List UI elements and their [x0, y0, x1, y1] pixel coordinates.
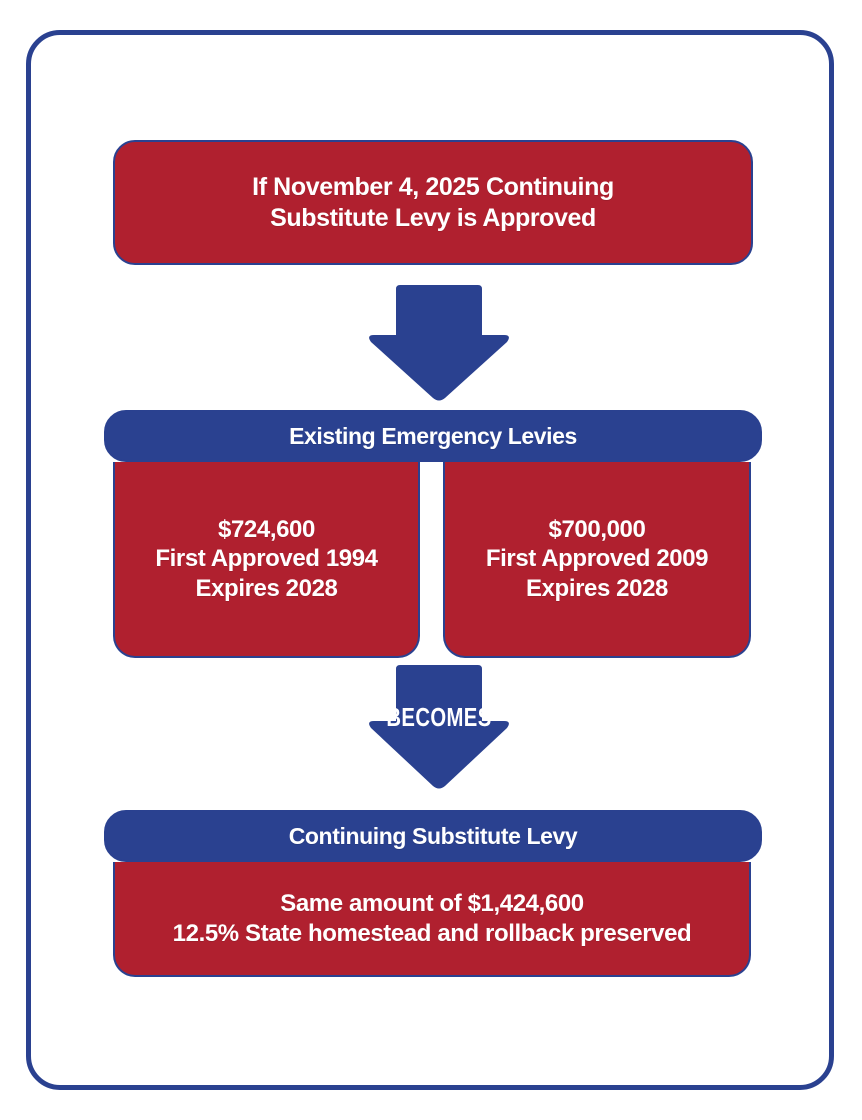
- step2-header: Existing Emergency Levies: [104, 410, 762, 462]
- arrow-two-becomes: BECOMES: [366, 665, 512, 791]
- step3-body-box: Same amount of $1,424,600 12.5% State ho…: [113, 862, 751, 977]
- step2-levy-box-1: $724,600 First Approved 1994 Expires 202…: [113, 462, 420, 658]
- step2-header-text: Existing Emergency Levies: [289, 422, 577, 449]
- step2-levy-box-2: $700,000 First Approved 2009 Expires 202…: [443, 462, 751, 658]
- step3-body-text: Same amount of $1,424,600 12.5% State ho…: [172, 890, 692, 947]
- step1-approval-box: If November 4, 2025 Continuing Substitut…: [113, 140, 753, 265]
- step3-header-text: Continuing Substitute Levy: [288, 822, 578, 849]
- step2-levy-1-text: $724,600 First Approved 1994 Expires 202…: [155, 516, 378, 602]
- outer-border-frame: [26, 30, 834, 1090]
- step3-header: Continuing Substitute Levy: [104, 810, 762, 862]
- step2-levy-2-text: $700,000 First Approved 2009 Expires 202…: [485, 516, 709, 602]
- step1-text: If November 4, 2025 Continuing Substitut…: [252, 173, 614, 232]
- down-arrow-icon: [369, 285, 509, 401]
- down-arrow-icon: [369, 665, 509, 789]
- arrow-one: [366, 283, 512, 403]
